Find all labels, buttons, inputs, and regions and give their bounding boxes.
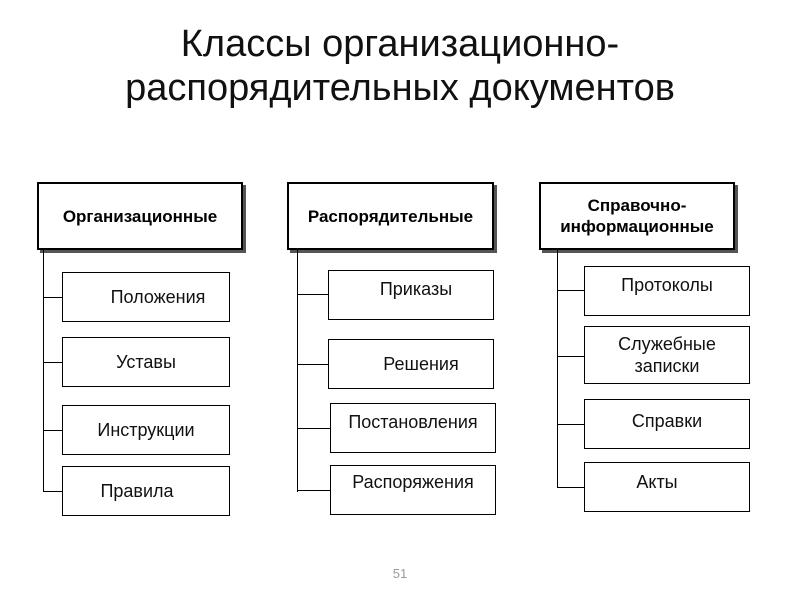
item-polozheniya: Положения [62,272,230,322]
item-label: Распоряжения [352,472,474,492]
item-label: Протоколы [621,275,713,295]
item-instruktsii: Инструкции [62,405,230,455]
item-label: Служебные записки [618,334,716,376]
item-postanovleniya: Постановления [330,403,496,453]
connector-col2-item1 [297,294,328,295]
connector-col1-item1 [43,297,62,298]
item-label: Решения [383,354,459,374]
item-akty: Акты [584,462,750,512]
connector-col3-item2 [557,356,584,357]
item-label: Приказы [379,279,453,299]
connector-trunk-col1 [43,250,44,492]
page-number-label: 51 [392,566,408,581]
header-administrative-label: Распорядительные [307,206,474,226]
item-label: Инструкции [97,420,195,440]
page-title: Классы организационно- распорядительных … [0,22,800,110]
item-sluzhebnye-zapiski: Служебные записки [584,326,750,384]
page-number: 51 [0,566,800,581]
header-reference-info: Справочно- информационные [539,182,735,250]
connector-col2-item3 [297,428,330,429]
connector-col3-item1 [557,290,584,291]
item-label: Уставы [116,352,176,372]
connector-col1-item4 [43,491,62,492]
connector-trunk-col2 [297,250,298,492]
connector-trunk-col3 [557,250,558,488]
header-administrative: Распорядительные [287,182,494,250]
connector-col2-item4 [297,490,330,491]
item-label: Постановления [348,412,478,432]
header-organizational: Организационные [37,182,243,250]
item-label: Положения [110,287,206,307]
item-prikazy: Приказы [328,270,494,320]
connector-col1-item3 [43,430,62,431]
item-label: Правила [100,481,174,501]
connector-col1-item2 [43,362,62,363]
item-rasporyazheniya: Распоряжения [330,465,496,515]
header-reference-info-label: Справочно- информационные [560,196,714,236]
header-organizational-label: Организационные [62,206,218,226]
item-spravki: Справки [584,399,750,449]
item-ustavy: Уставы [62,337,230,387]
title-line: Классы организационно- распорядительных … [125,23,675,109]
item-protokoly: Протоколы [584,266,750,316]
connector-col3-item3 [557,424,584,425]
item-label: Акты [636,472,678,492]
item-pravila: Правила [62,466,230,516]
connector-col2-item2 [297,364,328,365]
connector-col3-item4 [557,487,584,488]
item-resheniya: Решения [328,339,494,389]
item-label: Справки [631,411,703,431]
